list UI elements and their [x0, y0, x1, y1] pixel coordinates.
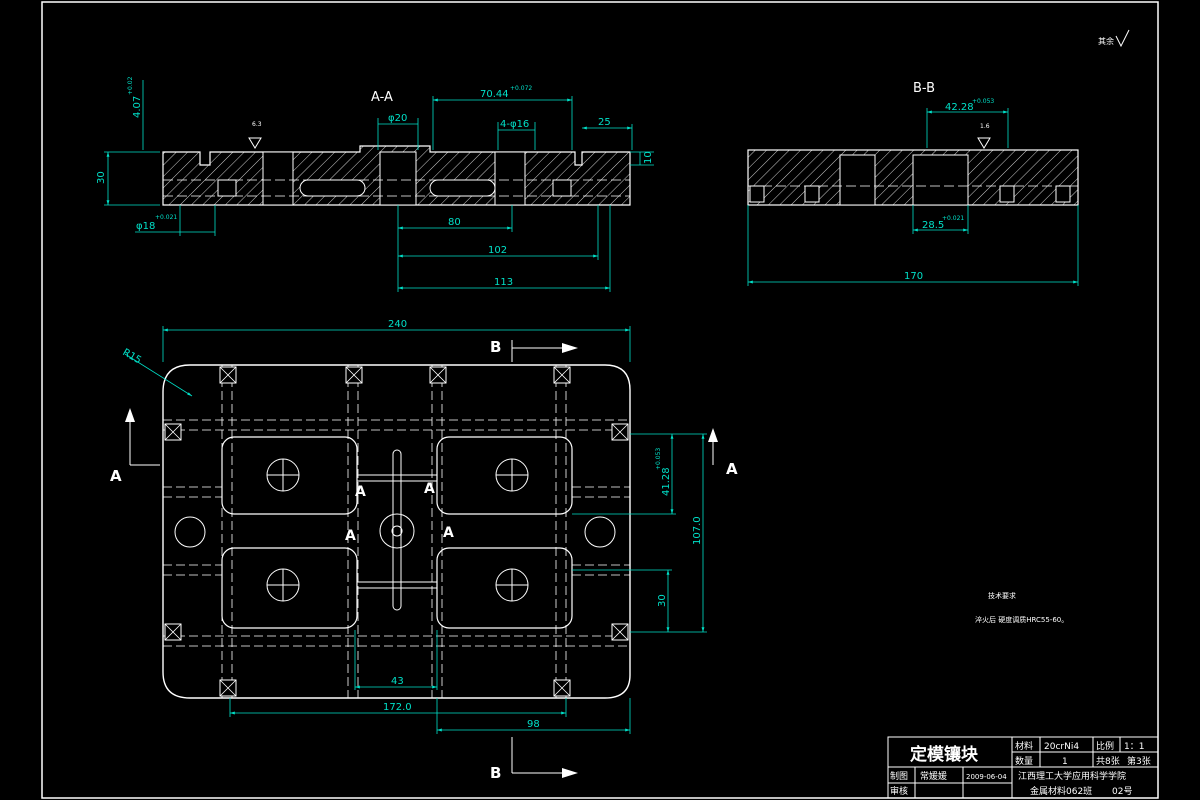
svg-text:43: 43: [391, 676, 404, 687]
dim-aa-102: 102: [398, 205, 599, 260]
section-aa-title: A-A: [371, 90, 393, 105]
svg-text:02号: 02号: [1112, 786, 1132, 797]
svg-text:10: 10: [643, 151, 654, 164]
section-aa-view: A-A 6.3 4.07 +0.02 φ20: [96, 76, 654, 292]
svg-text:70.44: 70.44: [480, 89, 509, 100]
svg-text:1: 1: [1062, 757, 1068, 767]
svg-text:共8张: 共8张: [1096, 756, 1120, 767]
svg-text:4.07: 4.07: [132, 96, 143, 118]
svg-text:+0.02: +0.02: [127, 76, 134, 95]
svg-text:+0.053: +0.053: [655, 448, 662, 470]
svg-text:A: A: [345, 528, 356, 544]
svg-text:41.28: 41.28: [661, 467, 672, 496]
roughness-bb-value: 1.6: [980, 123, 990, 130]
dim-plan-41: 41.28 +0.053: [572, 433, 676, 515]
dim-aa-top-depth: 4.07 +0.02: [127, 76, 144, 150]
notes-line1: 淬火后 硬度调质HRC55-60。: [975, 615, 1068, 624]
svg-text:金属材料062班: 金属材料062班: [1030, 785, 1092, 797]
plan-view: A A B B A A A A 240: [110, 319, 738, 782]
dim-aa-25: 25: [582, 117, 633, 150]
svg-text:A: A: [726, 460, 738, 478]
svg-text:比例: 比例: [1096, 740, 1114, 752]
svg-text:42.28: 42.28: [945, 102, 974, 113]
svg-text:30: 30: [657, 594, 668, 607]
svg-text:240: 240: [388, 319, 407, 330]
svg-text:φ18: φ18: [136, 221, 155, 232]
dim-aa-113: 113: [397, 205, 611, 292]
svg-text:B: B: [490, 338, 501, 356]
section-marker-a-left: A: [110, 408, 160, 485]
svg-text:102: 102: [488, 245, 507, 256]
dim-aa-30: 30: [96, 151, 160, 206]
dim-aa-70: 70.44 +0.072: [432, 85, 573, 150]
dim-aa-80: 80: [398, 205, 513, 232]
title-block-text: 定模镶块 材料 20crNi4 比例 1：1 数量 1 共8张 第3张 制图 常…: [890, 740, 1151, 797]
drawing-border: [41, 1, 1159, 799]
svg-text:制图: 制图: [890, 770, 908, 782]
svg-text:80: 80: [448, 217, 461, 228]
svg-text:113: 113: [494, 277, 513, 288]
svg-text:A: A: [443, 525, 454, 541]
svg-text:江西理工大学应用科学学院: 江西理工大学应用科学学院: [1018, 770, 1126, 782]
svg-text:28.5: 28.5: [922, 220, 944, 231]
svg-text:+0.072: +0.072: [510, 85, 532, 92]
roughness-symbol-text: 其余: [1098, 36, 1114, 46]
svg-text:材料: 材料: [1015, 740, 1033, 752]
dim-plan-107: 107.0: [630, 433, 707, 633]
svg-text:+0.021: +0.021: [942, 215, 964, 222]
svg-text:A: A: [110, 467, 122, 485]
svg-text:审核: 审核: [890, 785, 908, 797]
section-marker-b-top: B: [490, 338, 578, 362]
svg-text:30: 30: [96, 171, 107, 184]
roughness-aa-value: 6.3: [252, 121, 262, 128]
svg-text:2009-06-04: 2009-06-04: [966, 773, 1007, 781]
svg-text:A: A: [424, 481, 435, 497]
dim-aa-phi18: φ18 +0.021: [135, 205, 216, 236]
svg-text:+0.021: +0.021: [155, 214, 177, 221]
dim-plan-43: 43: [354, 630, 438, 690]
section-bb-title: B-B: [913, 81, 935, 96]
part-name: 定模镶块: [910, 744, 979, 765]
notes-title: 技术要求: [988, 591, 1016, 600]
svg-text:第3张: 第3张: [1127, 755, 1151, 767]
svg-text:+0.053: +0.053: [972, 98, 994, 105]
dim-aa-phi16: 4-φ16: [497, 119, 536, 150]
svg-text:170: 170: [904, 271, 923, 282]
svg-text:1：1: 1：1: [1124, 742, 1144, 752]
dim-bb-42: 42.28 +0.053: [926, 98, 1009, 148]
dim-bb-170: 170: [747, 205, 1079, 286]
section-marker-b-bottom: B: [490, 737, 578, 782]
svg-text:25: 25: [598, 117, 611, 128]
svg-text:4-φ16: 4-φ16: [500, 119, 529, 130]
svg-text:常媛媛: 常媛媛: [920, 770, 947, 782]
svg-text:数量: 数量: [1015, 755, 1033, 767]
inner-section-labels: A A A A: [345, 481, 454, 544]
svg-text:98: 98: [527, 719, 540, 730]
dim-aa-phi20: φ20: [377, 113, 419, 150]
dim-aa-10: 10: [630, 151, 654, 166]
title-block: [887, 736, 1159, 799]
technical-notes: 技术要求 淬火后 硬度调质HRC55-60。: [975, 591, 1068, 624]
dim-plan-98: 98: [436, 698, 631, 734]
svg-text:φ20: φ20: [388, 113, 407, 124]
dim-bb-28: 28.5 +0.021: [912, 205, 969, 234]
general-roughness-note: 其余: [1098, 29, 1130, 48]
svg-text:20crNi4: 20crNi4: [1044, 742, 1079, 752]
svg-text:B: B: [490, 764, 501, 782]
section-marker-a-right: A: [708, 428, 738, 478]
svg-text:172.0: 172.0: [383, 702, 412, 713]
dim-plan-30: 30: [572, 569, 672, 632]
dim-plan-240: 240: [162, 319, 631, 362]
svg-text:A: A: [355, 484, 366, 500]
dim-plan-r15: R15: [121, 347, 193, 397]
section-bb-view: B-B 1.6 42.28 +0.053 28.5 +0.021: [747, 81, 1079, 286]
dim-plan-172: 172.0: [229, 698, 567, 717]
svg-text:107.0: 107.0: [692, 516, 703, 545]
